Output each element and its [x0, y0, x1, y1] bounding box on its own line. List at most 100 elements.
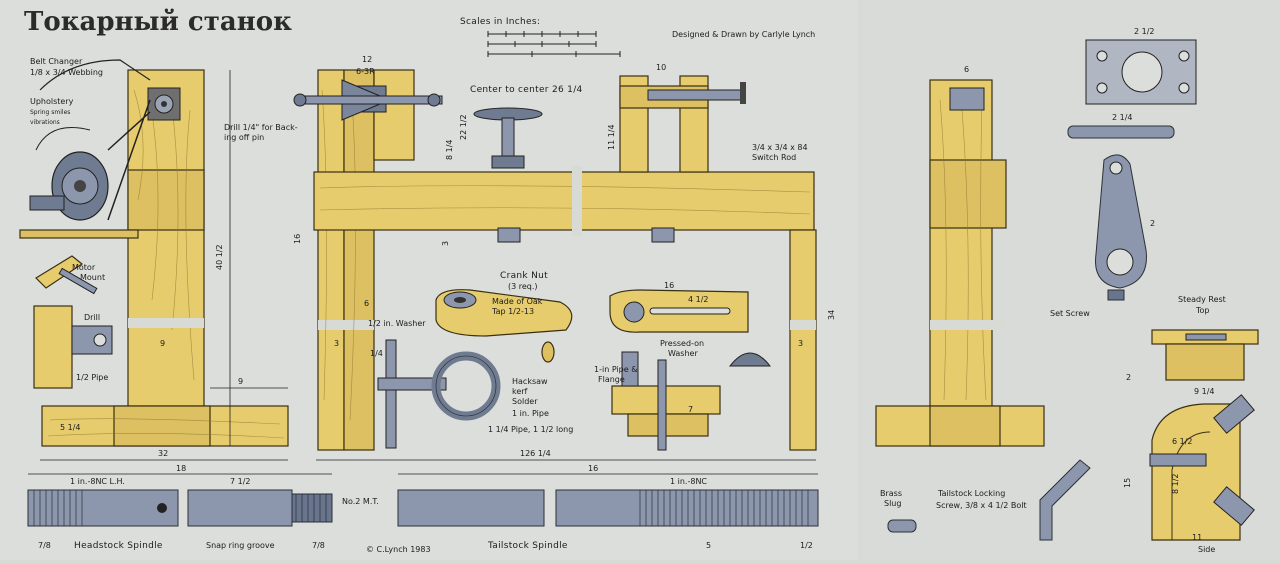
label-set-screw: Set Screw	[1050, 309, 1090, 318]
label-side: Side	[1198, 545, 1215, 554]
page-title: Токарный станок	[24, 7, 292, 37]
label-pipe: 1/2 Pipe	[76, 373, 108, 382]
label-belt-changer-2: 1/8 x 3/4 Webbing	[30, 68, 103, 77]
label-upholstery: Upholstery	[30, 97, 74, 106]
tailstock-spindle-part	[397, 489, 819, 527]
dim-12: 12	[362, 55, 372, 64]
signature: © C.Lynch 1983	[366, 545, 431, 554]
headstock-dimensions: 40 1/2 9 9 32 5 1/4	[40, 70, 288, 461]
label-mount: Mount	[80, 273, 105, 282]
label-in-pipe: 1 in. Pipe	[512, 409, 549, 418]
label-upholstery-3: vibrations	[30, 119, 60, 126]
tool-rest-slide	[609, 289, 749, 333]
dim-32: 32	[158, 449, 168, 458]
headstock-assembly	[19, 59, 289, 447]
label-brass-slug: Brass	[880, 489, 902, 498]
dim-6: 6	[364, 299, 369, 308]
dim-11-quarter: 11 1/4	[607, 124, 616, 150]
dim-8-half: 8 1/2	[1171, 473, 1180, 494]
steady-rest-top-part	[1151, 329, 1259, 381]
dim-2b: 2	[1126, 373, 1131, 382]
lathe-bed-assembly	[293, 69, 817, 451]
label-tailstock-locking-2: Screw, 3/8 x 4 1/2 Bolt	[936, 501, 1027, 510]
dim-40-half: 40 1/2	[215, 244, 224, 270]
pipe-flange-part	[611, 351, 772, 451]
dim-6-3r: 6-3R	[356, 67, 375, 76]
label-drill-backing: Drill 1/4" for Back-	[224, 123, 298, 132]
label-in-8nc-lh: 1 in.-8NC L.H.	[70, 477, 125, 486]
pin-part	[1067, 125, 1175, 139]
label-brass-slug-2: Slug	[884, 499, 901, 508]
label-crank-nut: Crank Nut	[500, 271, 548, 281]
bracket-plate-part	[1085, 39, 1197, 105]
dim-1-quarter: 1/4	[370, 349, 383, 358]
dim-8-quarter: 8 1/4	[445, 139, 454, 160]
hold-down-part	[377, 339, 501, 449]
locking-screw-part	[1039, 459, 1091, 541]
brass-slug-part	[887, 519, 917, 533]
label-washer: 1/2 in. Washer	[368, 319, 426, 328]
label-pipe-flange-2: Flange	[598, 375, 625, 384]
dim-6b: 6	[964, 65, 969, 74]
label-crank-nut-2: (3 req.)	[508, 282, 538, 291]
label-hacksaw: Hacksaw	[512, 377, 548, 386]
dim-3b: 3	[798, 339, 803, 348]
label-steady-rest: Steady Rest	[1178, 295, 1226, 304]
label-drill: Drill	[84, 313, 100, 322]
label-snap-ring: Snap ring groove	[206, 541, 275, 550]
dim-9b: 9	[160, 339, 165, 348]
dim-15: 15	[1123, 478, 1132, 488]
tool-rest-stand	[875, 79, 1045, 447]
dim-6-half: 6 1/2	[1172, 437, 1193, 446]
label-upholstery-2: Spring smiles	[30, 109, 70, 116]
dim-5: 5	[706, 541, 711, 550]
dim-22-half: 22 1/2	[459, 114, 468, 140]
crank-nut-part	[435, 289, 573, 363]
label-tailstock-locking: Tailstock Locking	[937, 489, 1005, 498]
dim-7-half: 7 1/2	[230, 477, 251, 486]
label-hacksaw-2: kerf	[512, 387, 528, 396]
label-no2mt: No.2 M.T.	[342, 497, 379, 506]
crank-arm-part	[1095, 154, 1147, 301]
bed-dimensions: 12 6-3R 22 1/2 8 1/4 16 6 3 3 126 1/4 34…	[293, 55, 836, 461]
dim-7: 7	[688, 405, 693, 414]
label-pipe-flange: 1-in Pipe &	[594, 365, 637, 374]
dim-16: 16	[293, 234, 302, 244]
dim-2-quarter: 2 1/4	[1112, 113, 1133, 122]
label-center-to-center: Center to center 26 1/4	[470, 85, 583, 95]
label-switch-rod: 3/4 x 3/4 x 84	[752, 143, 808, 152]
dim-10: 10	[656, 63, 666, 72]
label-in-8nc: 1 in.-8NC	[670, 477, 707, 486]
label-made-of-oak-2: Tap 1/2-13	[491, 307, 534, 316]
dim-4: 4 1/2	[688, 295, 709, 304]
dim-34: 34	[827, 310, 836, 320]
label-motor: Motor	[72, 263, 96, 272]
dim-16b: 16	[588, 464, 598, 473]
scale-bar	[487, 31, 621, 57]
label-switch-rod-2: Switch Rod	[752, 153, 796, 162]
label-steady-rest-2: Top	[1195, 306, 1210, 315]
dim-5-quarter: 5 1/4	[60, 423, 81, 432]
scales-label: Scales in Inches:	[460, 17, 540, 27]
dim-7c: 7/8	[312, 541, 325, 550]
dim-9: 9	[238, 377, 243, 386]
headstock-spindle-part	[27, 489, 333, 527]
label-tailstock-spindle: Tailstock Spindle	[487, 541, 568, 551]
dim-1-half: 1/2	[800, 541, 813, 550]
label-belt-changer: Belt Changer	[30, 57, 83, 66]
dim-3c: 3	[441, 241, 450, 246]
dim-18: 18	[176, 464, 186, 473]
steady-rest-side-part	[1149, 394, 1255, 541]
dim-11: 11	[1192, 533, 1202, 542]
label-pressed-on: Pressed-on	[660, 339, 704, 348]
dim-3: 3	[334, 339, 339, 348]
label-pressed-on-2: Washer	[668, 349, 698, 358]
credit: Designed & Drawn by Carlyle Lynch	[672, 30, 815, 39]
label-drill-backing-2: ing off pin	[224, 133, 264, 142]
dim-16c: 16	[664, 281, 674, 290]
label-solder: Solder	[512, 397, 538, 406]
label-pipe-long: 1 1/4 Pipe, 1 1/2 long	[488, 425, 573, 434]
dim-7b: 7/8	[38, 541, 51, 550]
motor-mount-part	[35, 255, 98, 295]
dim-2-half: 2 1/2	[1134, 27, 1155, 36]
